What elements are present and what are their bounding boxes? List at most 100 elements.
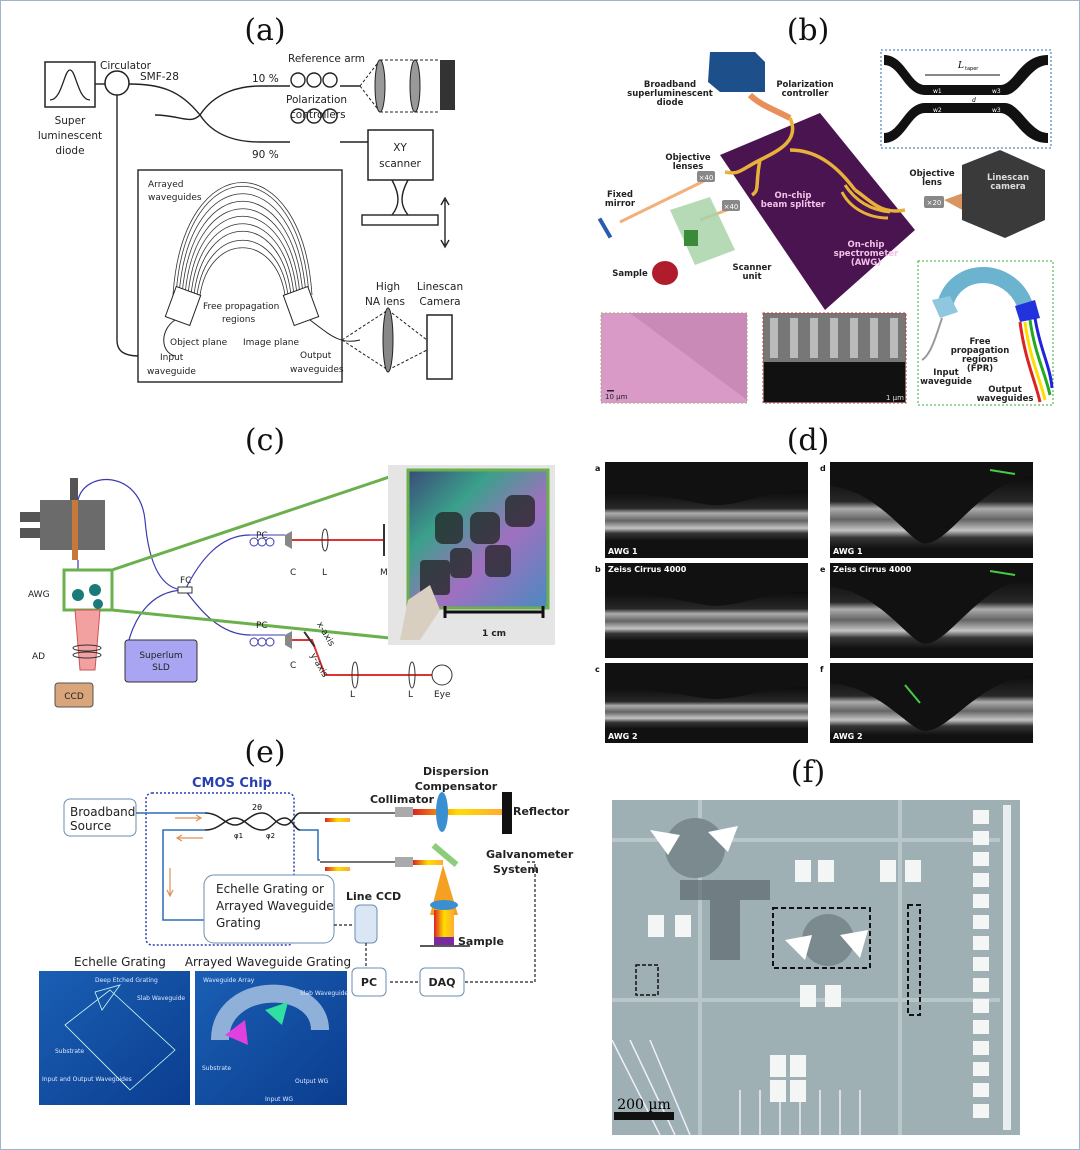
waveguides xyxy=(724,117,906,213)
y-axis-label: y-axis xyxy=(308,651,330,679)
source-label: diode xyxy=(657,98,684,108)
bond-pad xyxy=(973,999,989,1013)
fiber-label: SMF-28 xyxy=(140,71,179,83)
sample-label: Sample xyxy=(458,935,504,948)
galvo-label: Galvanometer xyxy=(486,848,574,861)
echelle-title: Echelle Grating xyxy=(74,955,166,969)
contact-pad xyxy=(825,985,841,1007)
sample-path xyxy=(320,843,470,947)
oct-subpanel-letter: f xyxy=(820,665,824,674)
sld-box xyxy=(124,639,198,683)
grating-label: Grating xyxy=(216,916,261,930)
sample-arm-optics xyxy=(285,631,453,689)
source-label: luminescent xyxy=(38,130,102,142)
line-ccd xyxy=(354,904,378,944)
w3-label: w3 xyxy=(992,88,1001,95)
reference-arm-label: Reference arm xyxy=(288,53,365,65)
mag-label: ×40 xyxy=(699,174,714,182)
bond-pad xyxy=(973,810,989,824)
scale-bar-label: 1 cm xyxy=(482,629,506,639)
source-label: Super xyxy=(55,115,86,127)
scale-bar-label: 10 µm xyxy=(605,393,628,401)
awg-render: Waveguide Array Slab Waveguide Substrate… xyxy=(195,971,348,1105)
bond-pad xyxy=(973,936,989,950)
echelle-label: Deep Etched Grating xyxy=(95,977,158,984)
scale-bar xyxy=(614,1112,674,1120)
beam-path xyxy=(74,609,101,671)
bond-pad xyxy=(973,852,989,866)
cmos-chip-boundary xyxy=(145,792,295,946)
fpr-label: (FPR) xyxy=(967,364,993,374)
contact-pad xyxy=(795,860,811,882)
ccd-box xyxy=(54,682,94,708)
output-label: waveguides xyxy=(290,365,344,375)
awg-box xyxy=(137,169,343,383)
optical-micrograph: 10 µm xyxy=(600,312,748,404)
fpr-label: propagation xyxy=(951,346,1010,356)
source-label: Broadband xyxy=(644,80,696,90)
scale-bar-label: 1 µm xyxy=(886,394,904,402)
m-label: M xyxy=(380,568,388,578)
fixed-mirror xyxy=(597,217,613,239)
contact-pad xyxy=(790,1080,806,1102)
bond-pad xyxy=(973,1041,989,1055)
bond-pad xyxy=(973,894,989,908)
linescan-camera xyxy=(426,314,453,380)
phi1-label: φ1 xyxy=(234,832,243,840)
ad-label: AD xyxy=(32,652,45,662)
spectrometer-label: (AWG) xyxy=(851,258,881,268)
camera-label: Linescan xyxy=(417,281,463,293)
input-label: waveguide xyxy=(920,377,972,387)
bond-pad xyxy=(973,873,989,887)
cmos-chip-label: CMOS Chip xyxy=(192,776,272,791)
polarization-controller xyxy=(747,92,792,121)
x-axis-label: x-axis xyxy=(314,620,336,648)
c-label: C xyxy=(290,661,296,671)
lens-label: High xyxy=(376,281,400,293)
l-label: L xyxy=(350,690,355,700)
bond-pad xyxy=(973,915,989,929)
contact-pad xyxy=(648,915,664,937)
oct-caption: Zeiss Cirrus 4000 xyxy=(833,565,912,574)
echelle-label: Substrate xyxy=(55,1048,84,1055)
contact-pad xyxy=(905,860,921,882)
arrayed-label: Arrayed xyxy=(148,180,184,190)
chip-waveguides xyxy=(136,812,320,921)
mirror-label: mirror xyxy=(605,199,636,209)
source-label: Broadband xyxy=(70,805,135,819)
scanner-label: unit xyxy=(742,272,761,282)
polarization-label: controller xyxy=(782,89,830,99)
contact-pad xyxy=(818,860,834,882)
contact-pad xyxy=(790,1055,806,1077)
oct-subpanel-letter: c xyxy=(595,665,600,674)
camera-body xyxy=(20,478,105,560)
panel-c: (c) AWG AD CCD Superlum SLD FC PC PC C L… xyxy=(20,423,555,708)
panel-b: (b) Broadband superluminescent diode Pol… xyxy=(597,13,1054,406)
mag-label: ×20 xyxy=(927,199,942,207)
scanner-lens xyxy=(684,230,698,246)
scanner-label: XY xyxy=(393,142,407,154)
source-label: Source xyxy=(70,819,111,833)
fpr-label: Free propagation xyxy=(203,302,279,312)
xy-scanner xyxy=(367,129,434,181)
echelle-label: Input and Output Waveguides xyxy=(42,1076,132,1083)
bond-pad xyxy=(973,1104,989,1118)
awg-label: Input WG xyxy=(265,1096,293,1103)
l-label: L xyxy=(322,568,327,578)
polarization-label: Polarization xyxy=(776,80,833,90)
spectrometer-label: On-chip xyxy=(848,240,885,250)
oct-subpanel-letter: b xyxy=(595,565,601,574)
contact-pad xyxy=(770,1080,786,1102)
pc-label: PC xyxy=(256,531,268,541)
scanner-label: Scanner xyxy=(733,263,773,273)
signal-arrows xyxy=(334,861,536,983)
objective-lens-label: lens xyxy=(922,178,942,188)
beam-splitter-label: beam splitter xyxy=(761,200,826,210)
polarization-controllers xyxy=(249,534,285,647)
output-label: Output xyxy=(300,351,332,361)
sld-label: SLD xyxy=(152,663,170,673)
high-na-lens xyxy=(382,307,394,373)
